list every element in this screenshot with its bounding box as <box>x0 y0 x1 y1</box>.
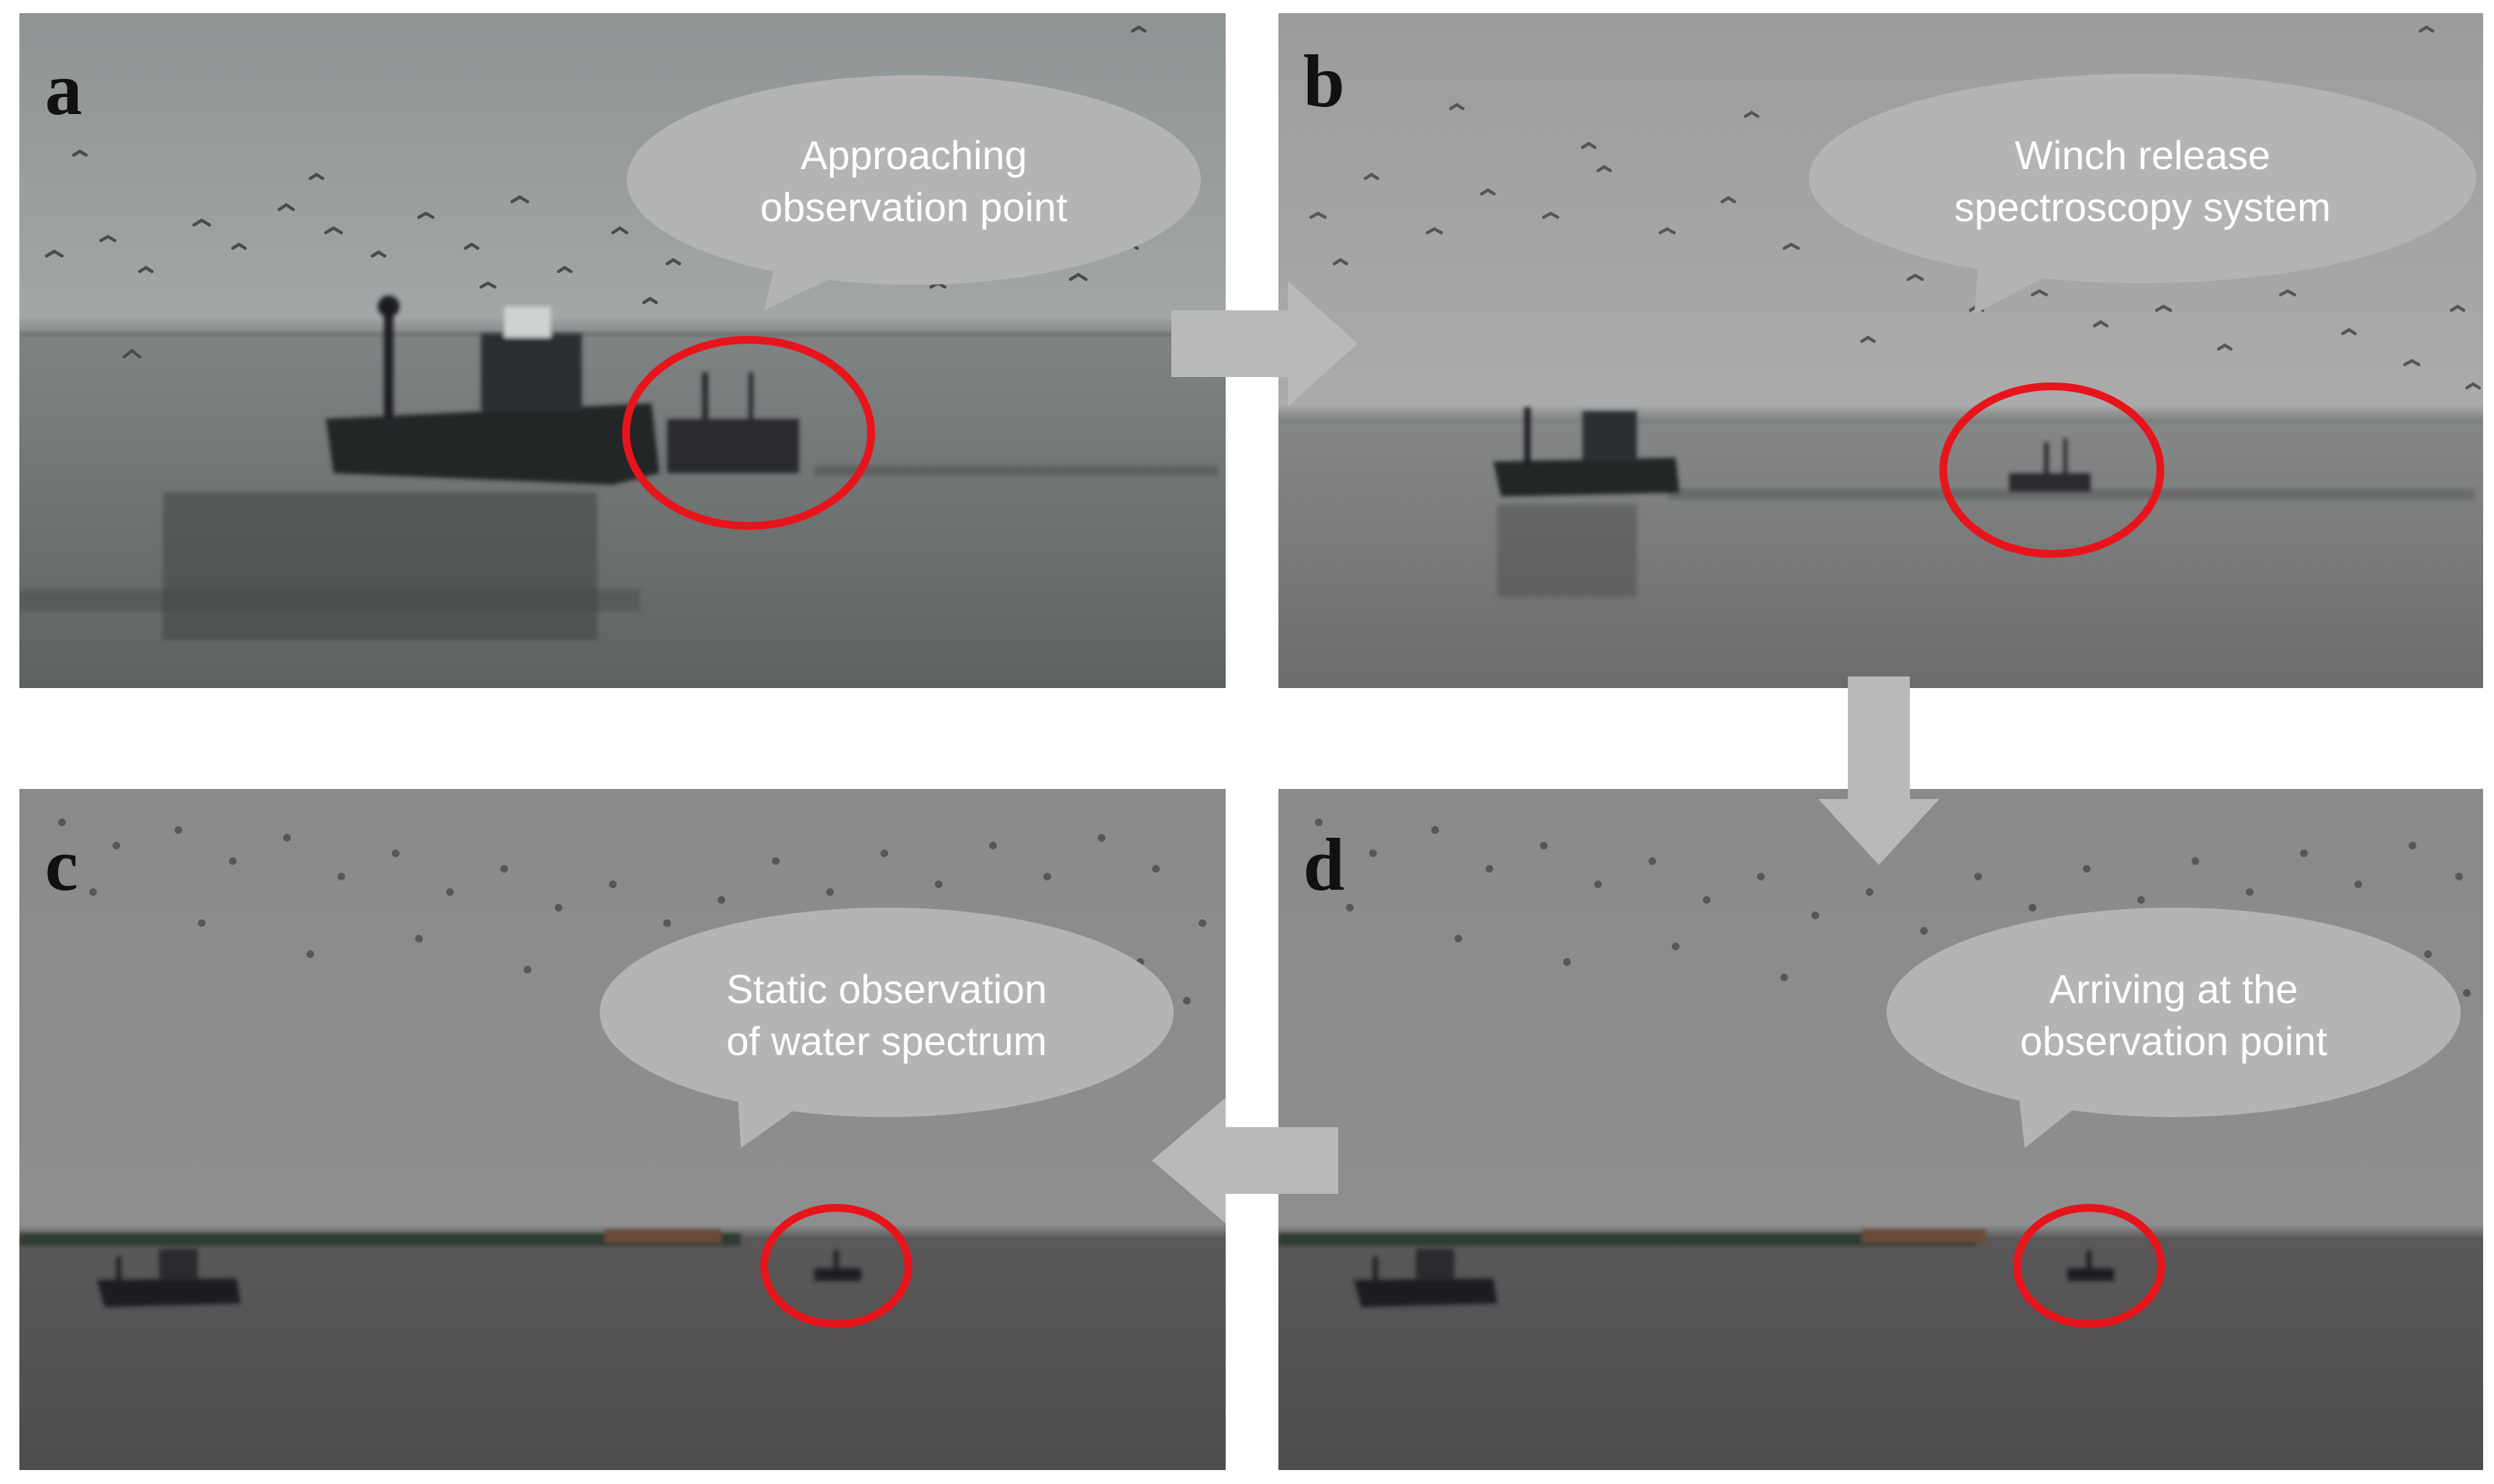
speech-bubble: Static observation of water spectrum <box>600 908 1174 1148</box>
panel-a: Approaching observation point a <box>19 13 1226 688</box>
panel-c: Static observation of water spectrum c <box>19 789 1226 1470</box>
speech-bubble: Approaching observation point <box>627 75 1201 310</box>
instrument-float <box>2067 1251 2114 1281</box>
target-circle <box>622 336 875 530</box>
birds <box>58 818 1206 1005</box>
panel-letter: d <box>1303 823 1344 906</box>
arrow-right-icon <box>1171 281 1358 406</box>
panel-letter: a <box>45 47 82 130</box>
speech-bubble: Arriving at the observation point <box>1887 908 2461 1148</box>
shoreline <box>19 1233 741 1246</box>
birds <box>1315 818 2471 997</box>
wake <box>1668 489 2475 500</box>
caption-line-2: observation point <box>760 185 1068 230</box>
panel-letter: b <box>1303 40 1344 123</box>
caption-line-1: Arriving at the <box>2050 967 2299 1012</box>
instrument-float <box>815 1251 861 1281</box>
main-boat <box>163 296 799 640</box>
horizon-line <box>19 332 1226 337</box>
caption-line-1: Static observation <box>726 967 1046 1012</box>
speech-bubble: Winch release spectroscopy system <box>1809 74 2476 314</box>
shoreline <box>1278 1233 1977 1246</box>
panel-c-photo <box>19 789 1226 1470</box>
panel-d: Arriving at the observation point d <box>1278 789 2483 1470</box>
panel-b: Winch release spectroscopy system b <box>1278 13 2483 688</box>
caption-line-2: of water spectrum <box>726 1019 1046 1064</box>
caption-line-1: Winch release <box>2015 133 2270 178</box>
arrow-left-icon <box>1152 1098 1338 1223</box>
shoreline <box>1862 1230 1986 1244</box>
target-circle <box>2013 1204 2165 1328</box>
target-circle <box>1939 382 2164 558</box>
target-circle <box>760 1204 912 1328</box>
panel-letter: c <box>45 823 78 906</box>
main-boat <box>1354 1249 1497 1307</box>
caption-line-1: Approaching <box>801 133 1027 178</box>
caption-line-2: spectroscopy system <box>1954 185 2331 230</box>
shoreline <box>605 1230 721 1244</box>
horizon-line <box>1278 419 2483 424</box>
main-boat <box>97 1249 240 1307</box>
wake <box>815 465 1218 476</box>
arrow-down-icon <box>1818 676 1939 865</box>
panel-d-photo <box>1278 789 2483 1470</box>
instrument-float <box>2009 438 2091 492</box>
caption-line-2: observation point <box>2020 1019 2328 1064</box>
main-boat <box>1493 407 1679 597</box>
